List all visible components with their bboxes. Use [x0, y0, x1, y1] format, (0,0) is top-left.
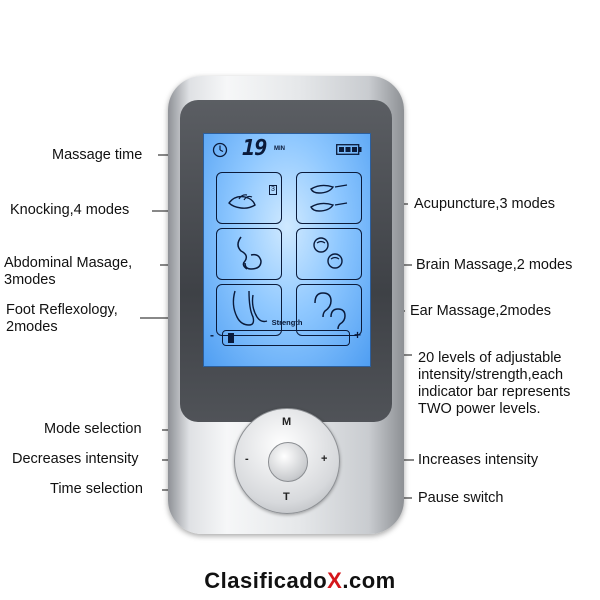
acupuncture-label: Acupuncture,3 modes — [414, 196, 556, 212]
knocking-mode-number: 3 — [269, 185, 277, 195]
mode-selection-label: Mode selection — [44, 421, 142, 437]
mode-button[interactable]: M — [282, 416, 292, 428]
pause-button[interactable] — [268, 442, 308, 482]
brand-suffix: .com — [342, 568, 396, 593]
brand-watermark: ClasificadoX.com — [0, 568, 600, 594]
decreases-intensity-label: Decreases intensity — [12, 451, 139, 467]
timer-icon — [212, 142, 228, 158]
battery-icon — [336, 144, 362, 155]
minutes-readout: 19 — [242, 136, 267, 161]
foot-mode-box — [216, 284, 282, 336]
knocking-hand-icon — [228, 194, 256, 209]
lcd-minus: - — [210, 328, 214, 342]
tens-device: 19 MIN 3 — [168, 76, 404, 534]
knocking-mode-box: 3 — [216, 172, 282, 224]
acupuncture-hands-icon — [310, 184, 348, 212]
minutes-unit: MIN — [274, 146, 285, 152]
strength-label: Strength — [271, 318, 303, 327]
abdominal-icon — [237, 236, 262, 270]
increase-button[interactable]: + — [321, 453, 328, 465]
control-pad: M - + T — [234, 408, 340, 514]
ear-mode-box — [296, 284, 362, 336]
time-selection-label: Time selection — [50, 481, 143, 497]
screen-bezel: 19 MIN 3 — [180, 100, 392, 422]
brain-massage-label: Brain Massage,2 modes — [416, 257, 573, 273]
decrease-button[interactable]: - — [245, 453, 249, 465]
increases-intensity-label: Increases intensity — [418, 452, 539, 468]
abdominal-label: Abdominal Masage, 3modes — [4, 255, 133, 288]
time-button[interactable]: T — [283, 491, 290, 503]
brand-x: X — [327, 568, 343, 593]
foot-icon — [232, 290, 268, 326]
pause-switch-label: Pause switch — [418, 490, 504, 506]
foot-reflexology-label: Foot Reflexology, 2modes — [6, 302, 118, 335]
brain-mode-box — [296, 228, 362, 280]
abdominal-mode-box — [216, 228, 282, 280]
levels-label: 20 levels of adjustable intensity/streng… — [418, 350, 571, 417]
strength-indicator — [222, 330, 350, 346]
ear-icon — [314, 292, 346, 330]
lcd-plus: + — [354, 328, 362, 342]
massage-time-label: Massage time — [52, 147, 143, 163]
ear-massage-label: Ear Massage,2modes — [410, 303, 552, 319]
acupuncture-mode-box — [296, 172, 362, 224]
brand-prefix: Clasificado — [204, 568, 328, 593]
knocking-label: Knocking,4 modes — [10, 202, 130, 218]
lcd-screen: 19 MIN 3 — [203, 133, 371, 367]
brain-head-icon — [313, 237, 343, 269]
strength-fill — [228, 333, 234, 343]
